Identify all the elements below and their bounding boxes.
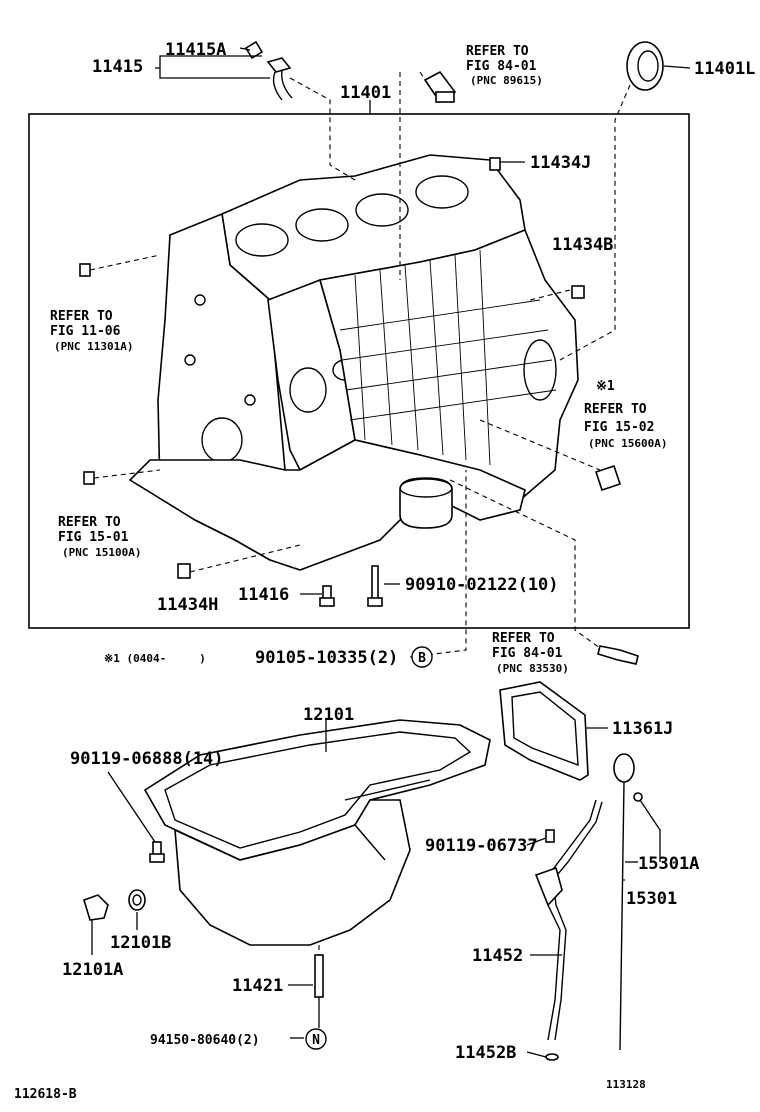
label-90119-06888: 90119-06888(14) [70,749,224,769]
part-90119-06888-bolt [149,841,165,863]
label-11452B: 11452B [455,1043,516,1063]
ref-fig-84-01-83530: REFER TO FIG 84-01 (PNC 83530) [492,631,569,675]
leader-lines [89,47,691,1058]
svg-text:FIG 11-06: FIG 11-06 [50,324,121,339]
label-11415A: 11415A [165,40,226,60]
label-15301: 15301 [626,889,677,909]
part-sensor-89615 [423,70,457,104]
svg-text:REFER TO: REFER TO [50,309,113,324]
label-11415: 11415 [92,57,143,77]
svg-text:FIG 84-01: FIG 84-01 [466,59,537,74]
label-15301A: 15301A [638,854,699,874]
part-83530-sensor [597,645,639,665]
svg-text:(PNC 89615): (PNC 89615) [470,74,543,87]
label-90119-06737: 90119-06737 [425,836,538,856]
label-11452: 11452 [472,946,523,966]
label-11434H: 11434H [157,595,218,615]
cylinder-block-illustration [79,154,585,579]
part-12101A-drain-plug [83,894,109,921]
part-12101B-gasket [128,889,146,911]
svg-text:REFER TO: REFER TO [584,402,647,417]
label-11401: 11401 [340,83,391,103]
part-12101-oil-pan [143,719,491,946]
label-90910: 90910-02122(10) [405,575,559,595]
label-11416: 11416 [238,585,289,605]
note-symbol: ※1 [596,379,615,394]
part-11416-bolt [319,585,335,607]
callout-b: B [411,646,433,668]
svg-text:FIG 15-02: FIG 15-02 [584,420,654,435]
label-12101A: 12101A [62,960,123,980]
svg-text:(PNC 15600A): (PNC 15600A) [588,437,667,450]
part-11415A-bolt [244,40,293,101]
svg-text:REFER TO: REFER TO [466,44,529,59]
svg-text:(PNC 15100A): (PNC 15100A) [62,546,141,559]
callout-b-label: B [418,651,426,666]
block-assembly-frame [28,113,690,629]
part-90910-bolt [367,565,383,607]
ref-fig-15-01: REFER TO FIG 15-01 (PNC 15100A) [58,515,141,559]
part-11401L-seal [626,41,664,91]
ref-fig-84-01-89615: REFER TO FIG 84-01 (PNC 89615) [466,44,543,87]
svg-text:FIG 15-01: FIG 15-01 [58,530,129,545]
svg-text:(PNC 11301A): (PNC 11301A) [54,340,133,353]
svg-text:REFER TO: REFER TO [492,631,555,646]
callout-n: N [305,1028,327,1050]
part-11421-stud [314,954,324,998]
label-90105: 90105-10335(2) [255,648,398,668]
figure-number: 113128 [606,1078,646,1091]
part-15301-dipstick [613,753,643,1051]
svg-text:(PNC 83530): (PNC 83530) [496,662,569,675]
part-11361J-baffle [499,681,589,781]
part-90119-06737-bolt [545,829,555,843]
ref-fig-11-06: REFER TO FIG 11-06 (PNC 11301A) [50,309,133,353]
label-11401L: 11401L [694,59,755,79]
diagram-id: 112618-B [14,1087,77,1102]
label-12101: 12101 [303,705,354,725]
label-11434J: 11434J [530,153,591,173]
footnote-note: ※1 (0404- ) [104,652,206,665]
label-12101B: 12101B [110,933,171,953]
label-11434B: 11434B [552,235,613,255]
svg-text:FIG 84-01: FIG 84-01 [492,646,563,661]
svg-text:REFER TO: REFER TO [58,515,121,530]
label-11421: 11421 [232,976,283,996]
label-94150: 94150-80640(2) [150,1033,260,1048]
part-15600A-cooler [594,464,622,492]
ref-fig-15-02: ※1 REFER TO FIG 15-02 (PNC 15600A) [584,379,667,450]
callout-n-label: N [312,1033,320,1048]
part-11452-guide [534,799,603,1061]
label-11361J: 11361J [612,719,673,739]
